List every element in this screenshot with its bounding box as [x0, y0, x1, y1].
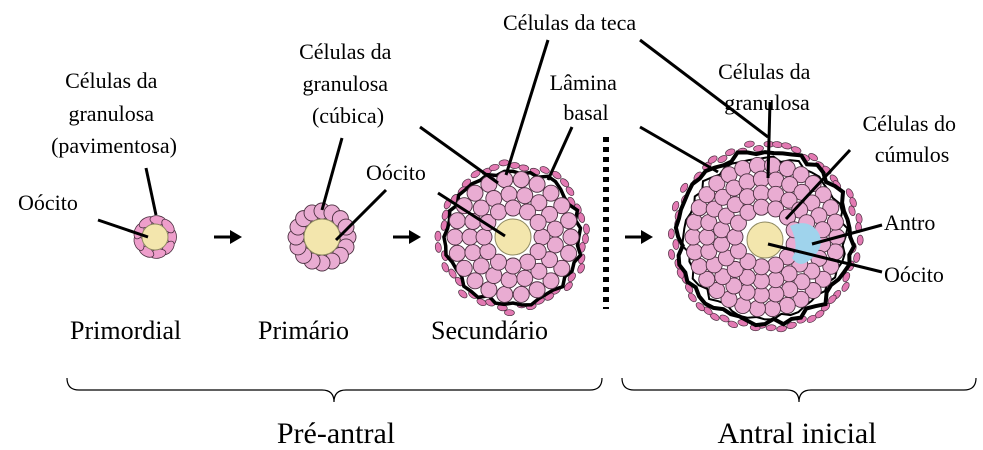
- granulosa-cell: [447, 229, 463, 245]
- leader-basal-secondary: [548, 127, 572, 180]
- stage-primary: Primário: [258, 316, 349, 345]
- granulosa-cell: [699, 229, 715, 245]
- label-antrum: Antro: [884, 210, 935, 235]
- granulosa-cell: [513, 172, 529, 188]
- follicle-primary: [288, 203, 356, 271]
- theca-cell: [857, 235, 863, 245]
- granulosa-cell: [730, 243, 746, 259]
- theca-cell: [435, 231, 441, 241]
- granulosa-cell: [456, 260, 472, 276]
- leader-granulosa-secondary: [420, 127, 498, 183]
- follicle-secondary: [435, 159, 590, 316]
- stage-primordial: Primordial: [70, 316, 181, 345]
- theca-cell: [744, 140, 755, 148]
- label-oocyte-antral: Oócito: [884, 262, 944, 287]
- granulosa-cell: [467, 273, 483, 289]
- granulosa-cell: [505, 258, 521, 274]
- granulosa-cell: [481, 176, 497, 192]
- granulosa-cell: [753, 199, 769, 215]
- granulosa-cell: [765, 301, 781, 317]
- label-granulosa-antral: Células da granulosa: [718, 59, 816, 115]
- theca-cell: [766, 324, 776, 331]
- theca-cell: [840, 281, 850, 293]
- granulosa-cell: [449, 213, 465, 229]
- label-theca: Células da teca: [503, 10, 636, 35]
- label-oocyte-secondary: Oócito: [366, 160, 426, 185]
- label-granulosa-cubic: Células da granulosa (cúbica): [299, 39, 397, 128]
- brace-preantral: [67, 378, 602, 402]
- granulosa-cell: [727, 229, 743, 245]
- granulosa-cell: [687, 214, 703, 230]
- oocyte: [495, 219, 531, 255]
- granulosa-cell: [534, 229, 550, 245]
- oocyte: [304, 219, 340, 255]
- stage-secondary: Secundário: [431, 316, 548, 345]
- theca-cell: [583, 224, 590, 235]
- granulosa-cell: [497, 286, 513, 302]
- theca-cell: [576, 263, 586, 275]
- granulosa-cell: [465, 245, 481, 261]
- label-granulosa-flat: Células da granulosa (pavimentosa): [51, 68, 177, 158]
- leader-basal-antral: [640, 127, 718, 172]
- follicle-primordial: [132, 214, 177, 259]
- granulosa-cell: [481, 282, 497, 298]
- leader-granulosa-cubic: [322, 138, 342, 210]
- granulosa-cell: [768, 286, 784, 302]
- leader-theca-antral: [640, 40, 768, 137]
- granulosa-cell: [739, 174, 755, 190]
- granulosa-cell: [768, 257, 784, 273]
- theca-cell: [776, 325, 787, 333]
- theca-cell: [668, 229, 674, 239]
- granulosa-cell: [529, 282, 545, 298]
- granulosa-cell: [739, 189, 755, 205]
- theca-cell: [772, 141, 783, 148]
- theca-cell: [435, 242, 442, 253]
- granulosa-cell: [467, 185, 483, 201]
- granulosa-cell: [480, 244, 496, 260]
- cuboidal-granulosa-cell: [338, 219, 354, 235]
- granulosa-cell: [530, 215, 546, 231]
- label-oocyte-primordial: Oócito: [18, 190, 78, 215]
- group-antral: Antral inicial: [717, 417, 876, 450]
- granulosa-cell: [753, 185, 769, 201]
- granulosa-cell: [513, 286, 529, 302]
- theca-cell: [489, 163, 500, 171]
- granulosa-cell: [529, 176, 545, 192]
- granulosa-cell: [449, 245, 465, 261]
- granulosa-cell: [491, 204, 507, 220]
- granulosa-cell: [753, 273, 769, 289]
- granulosa-cell: [476, 229, 492, 245]
- label-basal: Lâmina basal: [550, 70, 623, 125]
- granulosa-cell: [691, 258, 707, 274]
- granulosa-cell: [505, 200, 521, 216]
- leader-granulosa-flat: [146, 168, 156, 215]
- brace-antral: [622, 378, 976, 402]
- follicle-drawings: [132, 140, 863, 332]
- theca-cell: [539, 165, 551, 175]
- oocyte: [747, 222, 783, 258]
- granulosa-cell: [768, 272, 784, 288]
- theca-cell: [781, 142, 792, 150]
- granulosa-cell: [517, 270, 533, 286]
- arrow-right-icon: [625, 230, 653, 244]
- granulosa-cell: [563, 229, 579, 245]
- theca-cell: [668, 249, 676, 260]
- arrow-right-icon: [214, 230, 242, 244]
- leader-theca-secondary: [506, 40, 548, 175]
- granulosa-cell: [517, 188, 533, 204]
- theca-cell: [853, 252, 861, 263]
- granulosa-cell: [687, 244, 703, 260]
- theca-cell: [518, 164, 529, 171]
- arrow-right-icon: [393, 230, 421, 244]
- label-cumulus: Células do cúmulos: [863, 111, 962, 167]
- granulosa-cell: [520, 254, 536, 270]
- group-preantral: Pré-antral: [277, 417, 395, 450]
